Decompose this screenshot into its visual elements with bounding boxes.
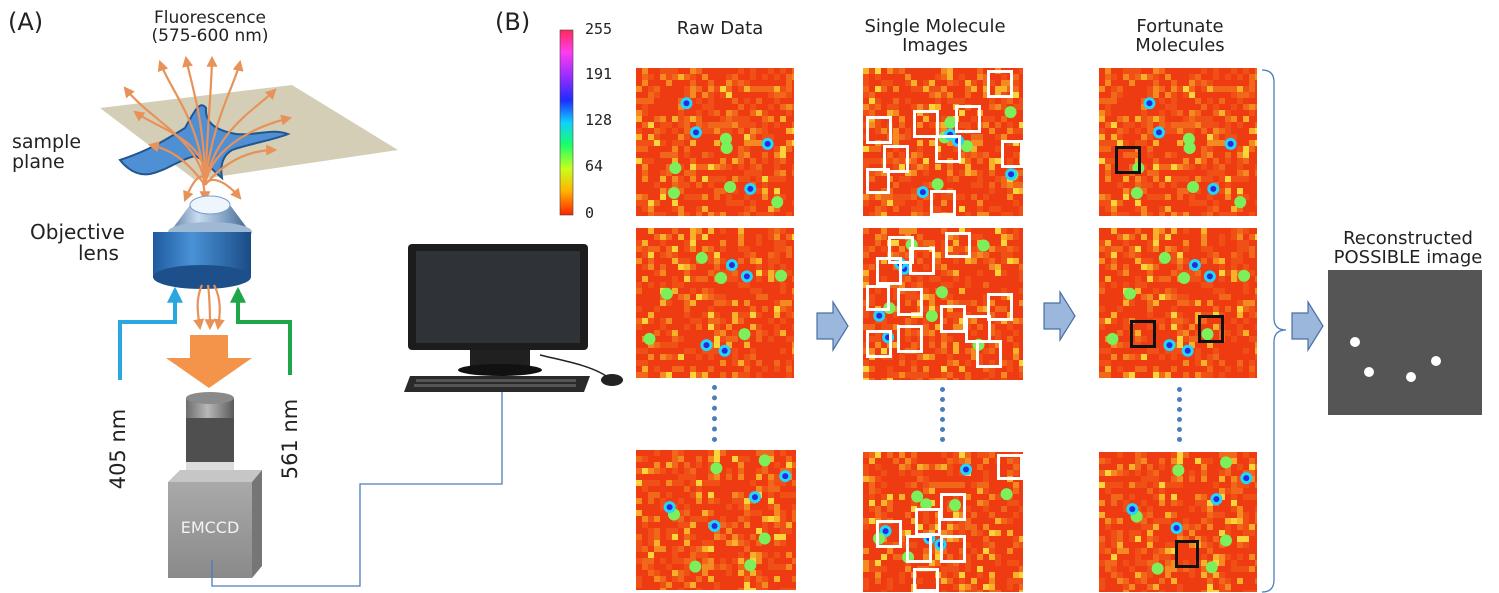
fortunate-molecule-box — [1175, 540, 1199, 568]
single-molecule-box — [987, 293, 1013, 321]
flow-arrow-2 — [1043, 289, 1076, 343]
colorbar-tick-191: 191 — [585, 65, 613, 83]
spot-2 — [1364, 367, 1374, 377]
heatmap-tile — [1099, 452, 1257, 592]
reconstruction-heading: Reconstructed POSSIBLE image — [1333, 228, 1483, 268]
heatmap-tile — [636, 450, 796, 590]
single-molecule-box — [913, 110, 939, 138]
single-molecule-box — [866, 116, 892, 144]
heatmap-tile — [1099, 228, 1257, 378]
computer — [404, 244, 623, 392]
heatmap-tile — [863, 68, 1023, 216]
heatmap-tile — [1099, 68, 1257, 216]
single-molecule-box — [915, 508, 941, 536]
single-molecule-box — [987, 70, 1013, 98]
colorbar — [559, 29, 574, 216]
single-molecule-box — [1001, 140, 1023, 168]
colorbar-tick-0: 0 — [585, 204, 595, 222]
single-molecule-box — [897, 325, 923, 353]
laser-405-path — [118, 286, 183, 380]
continuation-dots-fortunate — [1177, 387, 1182, 442]
single-molecule-box — [940, 493, 966, 521]
laser-405-label: 405 nm — [105, 408, 130, 490]
single-molecule-box — [930, 190, 956, 216]
sample-plane-label: sample plane — [12, 131, 82, 173]
fortunate-molecule-box — [1130, 320, 1156, 348]
detection-arrows — [193, 284, 225, 331]
single-molecule-box — [866, 168, 890, 194]
reconstruction-spots — [1350, 337, 1441, 382]
cell-shape — [118, 104, 291, 181]
single-molecule-box — [866, 285, 890, 311]
heatmap-tile — [636, 228, 794, 378]
colorbar-tick-64: 64 — [585, 157, 604, 175]
panel-label-b: (B) — [495, 8, 531, 36]
continuation-dots-raw — [712, 385, 717, 442]
emission-arrow — [166, 335, 252, 388]
fluorescence-emission-arrows — [123, 55, 293, 203]
single-molecule-box — [965, 315, 991, 343]
emccd-camera — [168, 470, 262, 578]
laser-561-path — [230, 286, 292, 375]
single-molecule-box — [866, 330, 892, 358]
single-molecule-box — [940, 305, 966, 333]
single-molecule-box — [876, 257, 902, 285]
camera-label: EMCCD — [180, 518, 240, 537]
single-molecule-box — [997, 454, 1023, 480]
flow-arrow-1 — [816, 299, 849, 353]
single-molecule-box — [883, 145, 909, 173]
bracket — [1261, 69, 1287, 593]
heatmap-tile — [636, 68, 794, 216]
continuation-dots-single — [940, 387, 945, 442]
panel-label-a: (A) — [8, 8, 44, 36]
single-molecule-box — [897, 288, 923, 316]
single-molecule-box — [955, 105, 981, 133]
single-molecule-heading: Single Molecule Images — [864, 16, 1006, 56]
fortunate-molecule-box — [1198, 315, 1224, 343]
spot-1 — [1350, 337, 1360, 347]
single-molecule-box — [906, 535, 932, 563]
laser-561-label: 561 nm — [277, 398, 302, 480]
flow-arrows — [816, 289, 1324, 353]
spot-4 — [1431, 356, 1441, 366]
single-molecule-box — [940, 535, 966, 563]
objective-label: Objective lens — [30, 220, 125, 265]
fortunate-molecule-box — [1115, 146, 1141, 174]
spot-3 — [1406, 372, 1416, 382]
single-molecule-box — [976, 340, 1002, 368]
flow-arrow-3 — [1291, 299, 1324, 353]
raw-data-heading: Raw Data — [676, 18, 764, 39]
fluorescence-label: Fluorescence (575-600 nm) — [151, 8, 269, 46]
single-molecule-box — [935, 135, 961, 163]
cable — [211, 385, 503, 587]
colorbar-tick-128: 128 — [585, 111, 613, 129]
objective-lens — [153, 195, 252, 289]
fortunate-molecules-heading: Fortunate Molecules — [1135, 16, 1225, 56]
single-molecule-box — [913, 568, 939, 592]
single-molecule-box — [876, 520, 902, 548]
camera-lens-tube — [186, 392, 234, 482]
colorbar-tick-255: 255 — [585, 20, 613, 38]
single-molecule-box — [909, 247, 935, 275]
single-molecule-box — [945, 232, 971, 258]
